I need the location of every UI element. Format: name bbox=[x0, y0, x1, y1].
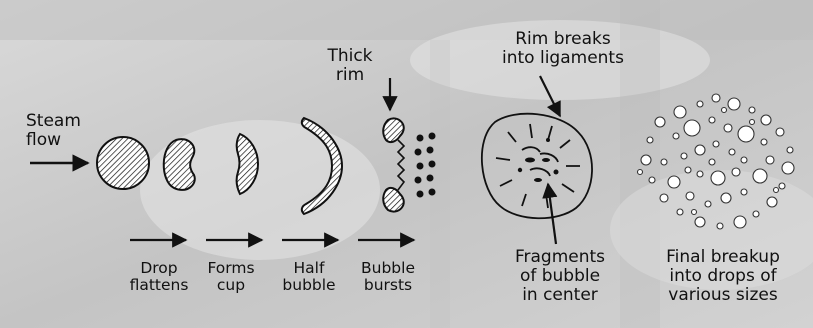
fragments-label: Fragments of bubble in center bbox=[500, 248, 620, 305]
half-bubble-label: Half bubble bbox=[276, 260, 342, 294]
round-drop bbox=[97, 137, 149, 189]
rim-breaks-label: Rim breaks into ligaments bbox=[488, 30, 638, 68]
thick-rim-label: Thick rim bbox=[320, 47, 380, 85]
bubble-bursts-label: Bubble bursts bbox=[352, 260, 424, 294]
drop-flattens-label: Drop flattens bbox=[126, 260, 192, 294]
forms-cup-label: Forms cup bbox=[198, 260, 264, 294]
final-breakup-label: Final breakup into drops of various size… bbox=[648, 248, 798, 305]
flattened-drop bbox=[164, 139, 195, 190]
steam-flow-label: Steam flow bbox=[26, 112, 81, 150]
